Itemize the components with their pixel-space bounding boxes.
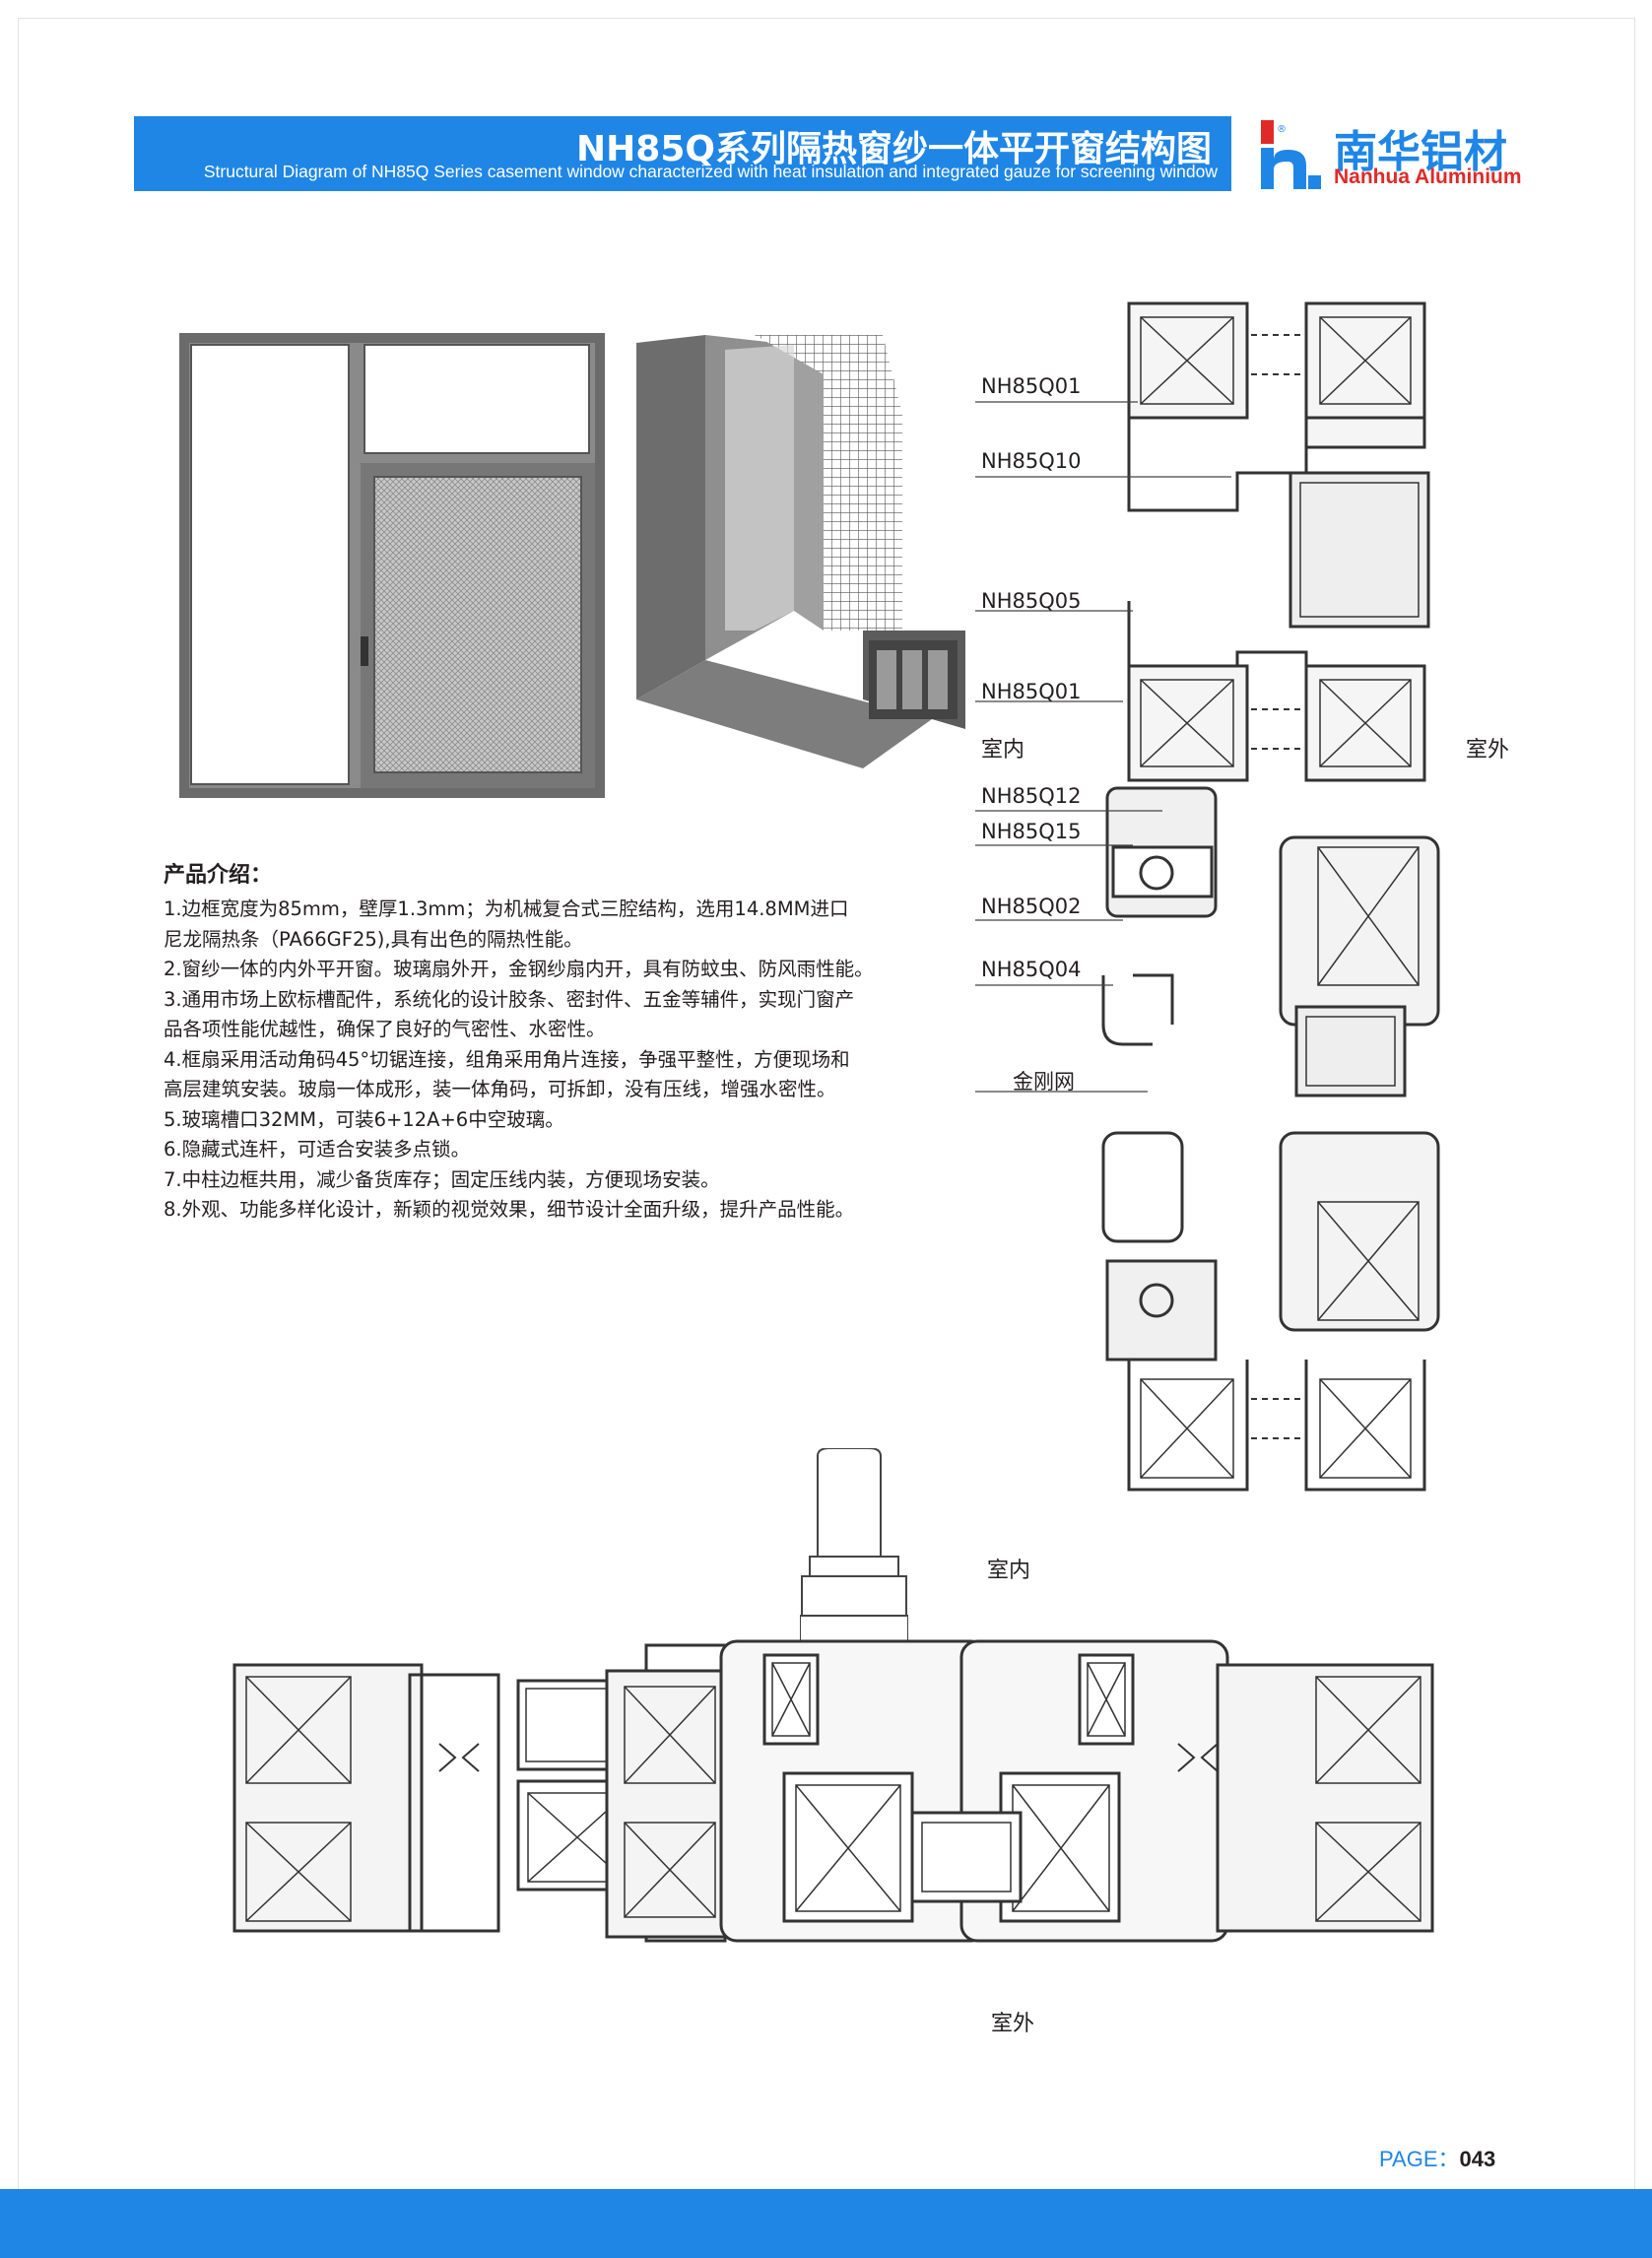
intro-item: 高层建筑安装。玻扇一体成形，装一体角码，可拆卸，没有压线，增强水密性。 [164, 1078, 836, 1100]
profile-label-nh85q04: NH85Q04 [981, 958, 1082, 981]
indoor-label-bottom: 室内 [987, 1559, 1031, 1583]
nanhua-logo-icon: ® [1261, 120, 1321, 189]
outdoor-label: 室外 [1466, 738, 1510, 763]
intro-item: 5.玻璃槽口32MM，可装6+12A+6中空玻璃。 [164, 1107, 564, 1131]
corner-3d-drawing [636, 335, 965, 768]
intro-item: 6.隐藏式连杆，可适合安装多点锁。 [164, 1138, 471, 1161]
handle-icon [361, 636, 368, 666]
window-elevation-drawing [179, 333, 605, 798]
brand-name-en: Nanhua Aluminium [1334, 166, 1522, 188]
indoor-label: 室内 [981, 738, 1025, 763]
label-leader-lines [975, 401, 1231, 1093]
page-title: NH85Q系列隔热窗纱一体平开窗结构图 [576, 129, 1212, 169]
page-subtitle: Structural Diagram of NH85Q Series casem… [203, 162, 1218, 181]
intro-item: 2.窗纱一体的内外平开窗。玻璃扇外开，金钢纱扇内开，具有防蚊虫、防风雨性能。 [164, 958, 874, 980]
page-prefix: PAGE： [1379, 2147, 1460, 2171]
intro-item: 8.外观、功能多样化设计，新颖的视觉效果，细节设计全面升级，提升产品性能。 [164, 1198, 855, 1221]
outdoor-label-bottom: 室外 [991, 2012, 1035, 2036]
horizontal-section-drawing [232, 1639, 1434, 1943]
profile-label-nh85q01: NH85Q01 [981, 374, 1082, 398]
intro-item: 品各项性能优越性，确保了良好的气密性、水密性。 [164, 1018, 606, 1040]
profile-label-nh85q02: NH85Q02 [981, 895, 1082, 918]
bottom-bar [0, 2189, 1652, 2258]
intro-item: 7.中柱边框共用，减少备货库存；固定压线内装，方便现场安装。 [164, 1167, 720, 1191]
profile-label-nh85q12: NH85Q12 [981, 784, 1082, 808]
vertical-section-drawing [1101, 301, 1440, 1492]
profile-label-nh85q05: NH85Q05 [981, 589, 1082, 613]
page-number: PAGE：043 [1379, 2142, 1495, 2173]
intro-heading: 产品介绍： [164, 863, 273, 888]
intro-item: 尼龙隔热条（PA66GF25),具有出色的隔热性能。 [164, 927, 583, 951]
profile-label-nh85q15: NH85Q15 [981, 820, 1082, 843]
page-number-value: 043 [1459, 2147, 1496, 2171]
intro-item: 3.通用市场上欧标槽配件，系统化的设计胶条、密封件、五金等辅件，实现门窗产 [164, 987, 855, 1011]
profile-label-nh85q10: NH85Q10 [981, 449, 1082, 473]
title-band: NH85Q系列隔热窗纱一体平开窗结构图 Structural Diagram o… [134, 116, 1231, 191]
registered-mark: ® [1277, 124, 1287, 135]
mesh-label: 金刚网 [1013, 1070, 1075, 1094]
brand-logo: ® 南华铝材 Nanhua Aluminium [1261, 116, 1547, 195]
intro-item: 4.框扇采用活动角码45°切锯连接，组角采用角片连接，争强平整性，方便现场和 [164, 1047, 850, 1071]
profile-label-nh85q01: NH85Q01 [981, 680, 1082, 703]
intro-item: 1.边框宽度为85mm，壁厚1.3mm；为机械复合式三腔结构，选用14.8MM进… [164, 897, 849, 920]
product-intro: 产品介绍： 1.边框宽度为85mm，壁厚1.3mm；为机械复合式三腔结构，选用1… [164, 857, 981, 1226]
brand-name-zh: 南华铝材 [1334, 127, 1507, 177]
